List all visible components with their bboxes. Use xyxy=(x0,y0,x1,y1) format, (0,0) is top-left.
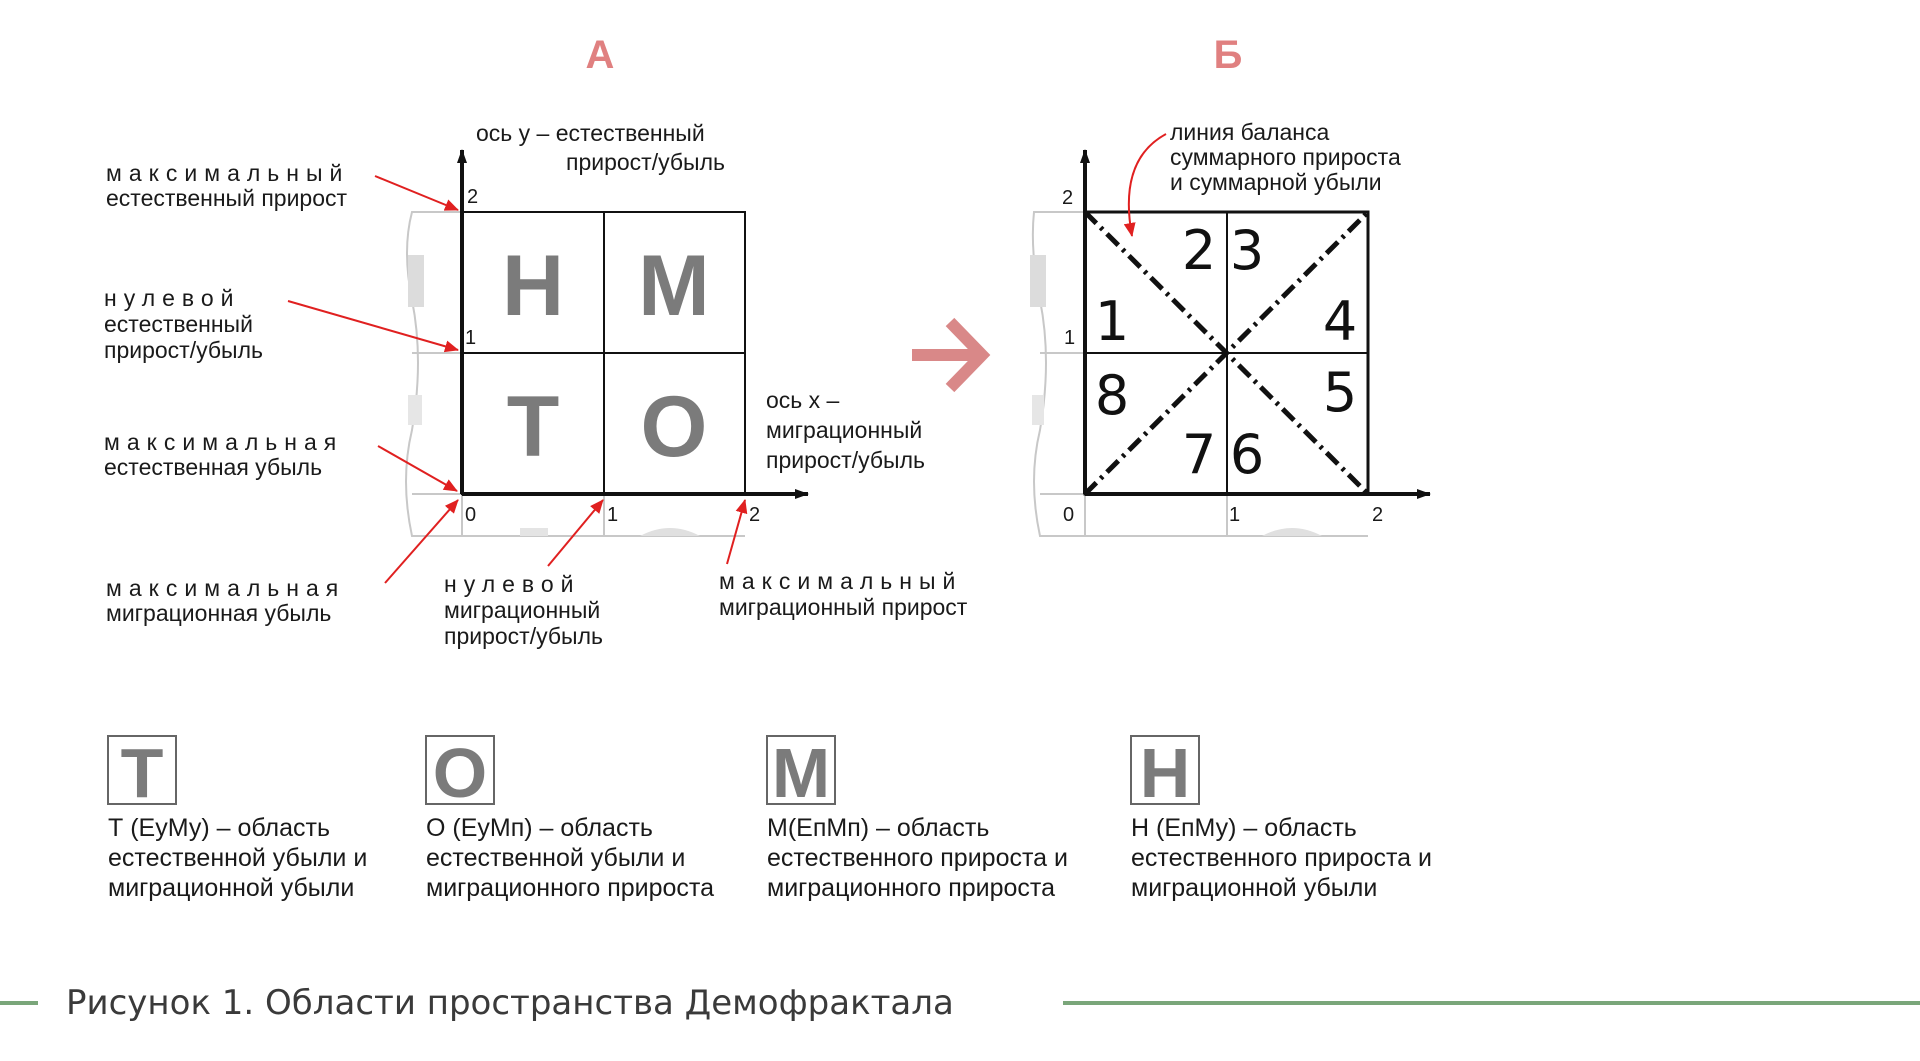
pointer-arrow xyxy=(374,175,459,211)
legend-o-line3: миграционного прироста xyxy=(426,874,714,902)
pointer-arrow xyxy=(377,445,458,492)
sector-number-7: 7 xyxy=(1182,423,1216,486)
ghost-mark xyxy=(1262,528,1322,536)
y-axis-label-line2: прирост/убыль xyxy=(566,149,725,175)
annotation-zero-migration-line1: нулевой xyxy=(444,571,581,597)
legend-letter-t: Т xyxy=(121,734,164,812)
legend-swatch xyxy=(1130,735,1200,805)
legend-swatch xyxy=(107,735,177,805)
sector-number-5: 5 xyxy=(1323,361,1357,424)
legend-item-o: О О (ЕуМп) – область естественной убыли … xyxy=(425,734,714,902)
legend-swatch xyxy=(425,735,495,805)
x-tick-1: 1 xyxy=(607,504,618,526)
sector-number-4: 4 xyxy=(1323,290,1357,353)
x-axis-label-line3: прирост/убыль xyxy=(766,447,925,473)
quadrant-m-letter: М xyxy=(638,238,710,334)
ghost-mark xyxy=(408,255,424,307)
panel-b-label: Б xyxy=(1214,33,1243,77)
x-tick-0: 0 xyxy=(465,504,476,526)
legend-item-n: Н Н (ЕпМу) – область естественного приро… xyxy=(1130,734,1432,902)
ghost-mark xyxy=(1030,255,1046,307)
ghost-sheet-edge xyxy=(405,211,463,537)
legend-n-line2: естественного прироста и xyxy=(1131,844,1432,872)
annotation-max-migration-loss-line1: максимальная xyxy=(106,575,345,601)
legend-o-line2: естественной убыли и xyxy=(426,844,685,872)
quadrant-o-letter: О xyxy=(641,379,708,475)
annotation-max-natural-growth-line2: естественный прирост xyxy=(106,185,347,211)
ghost-mark xyxy=(640,528,700,536)
legend-letter-n: Н xyxy=(1140,734,1191,812)
annotation-max-migration-growth-line1: максимальный xyxy=(719,568,962,594)
quadrant-t-letter: Т xyxy=(507,379,560,475)
pointer-arrow xyxy=(726,499,748,565)
annotation-max-natural-loss-line2: естественная убыль xyxy=(104,454,322,480)
annotation-max-natural-growth-line1: максимальный xyxy=(106,160,349,186)
legend-letter-o: О xyxy=(433,734,487,812)
legend-m-line3: миграционного прироста xyxy=(767,874,1055,902)
x-axis-label-line2: миграционный xyxy=(766,417,922,443)
sector-number-2: 2 xyxy=(1182,219,1216,282)
balance-line-label-line3: и суммарной убыли xyxy=(1170,169,1382,195)
legend-m-line2: естественного прироста и xyxy=(767,844,1068,872)
legend-letter-m: М xyxy=(772,734,830,812)
figure-caption: Рисунок 1. Области пространства Демофрак… xyxy=(66,983,954,1023)
pointer-arrow xyxy=(384,499,459,584)
annotation-zero-natural-line2: естественный xyxy=(104,311,253,337)
balance-line-label-line1: линия баланса xyxy=(1170,119,1330,145)
panel-b: 2 1 0 1 2 1 2 3 4 5 6 7 8 линия баланса … xyxy=(1030,119,1431,537)
ghost-mark xyxy=(1032,395,1044,425)
annotation-max-migration-loss-line2: миграционная убыль xyxy=(106,600,331,626)
pointer-arrow xyxy=(547,499,604,567)
pointer-arrow xyxy=(287,300,459,353)
ghost-mark xyxy=(520,528,548,536)
x-tick-2: 2 xyxy=(1372,504,1383,526)
legend-t-line3: миграционной убыли xyxy=(108,874,354,902)
x-tick-1: 1 xyxy=(1229,504,1240,526)
sector-number-8: 8 xyxy=(1095,364,1129,427)
ghost-mark xyxy=(408,395,422,425)
annotation-max-migration-growth-line2: миграционный прирост xyxy=(719,594,968,620)
transition-arrow-icon xyxy=(912,317,991,393)
annotation-zero-natural-line1: нулевой xyxy=(104,285,241,311)
balance-line-diagonal xyxy=(1083,210,1370,496)
sector-number-1: 1 xyxy=(1095,290,1129,353)
y-tick-2: 2 xyxy=(467,186,478,208)
legend: Т Т (ЕуМу) – область естественной убыли … xyxy=(107,734,1432,902)
sector-number-6: 6 xyxy=(1230,423,1264,486)
legend-n-line1: Н (ЕпМу) – область xyxy=(1131,814,1357,842)
y-tick-1: 1 xyxy=(465,327,476,349)
x-axis-label-line1: ось x – xyxy=(766,387,840,413)
pointer-arrow xyxy=(1123,133,1167,237)
annotation-zero-migration-line2: миграционный xyxy=(444,597,600,623)
legend-n-line3: миграционной убыли xyxy=(1131,874,1377,902)
annotation-zero-natural-line3: прирост/убыль xyxy=(104,337,263,363)
y-axis-label-line1: ось y – естественный xyxy=(476,120,705,146)
x-tick-0: 0 xyxy=(1063,504,1074,526)
annotation-max-natural-loss-line1: максимальная xyxy=(104,429,343,455)
legend-m-line1: М(ЕпМп) – область xyxy=(767,814,989,842)
panel-a: 2 1 0 1 2 Н М Т О ось y – естественный п… xyxy=(104,120,968,649)
legend-o-line1: О (ЕуМп) – область xyxy=(426,814,653,842)
y-tick-1: 1 xyxy=(1064,327,1075,349)
legend-t-line2: естественной убыли и xyxy=(108,844,367,872)
panel-a-label: А xyxy=(586,33,615,77)
legend-item-m: М М(ЕпМп) – область естественного прирос… xyxy=(766,734,1068,902)
legend-t-line1: Т (ЕуМу) – область xyxy=(108,814,330,842)
sector-number-3: 3 xyxy=(1230,219,1264,282)
legend-item-t: Т Т (ЕуМу) – область естественной убыли … xyxy=(107,734,367,902)
legend-swatch xyxy=(766,735,836,805)
y-tick-2: 2 xyxy=(1062,187,1073,209)
quadrant-n-letter: Н xyxy=(502,238,564,334)
annotation-zero-migration-line3: прирост/убыль xyxy=(444,623,603,649)
x-tick-2: 2 xyxy=(749,504,760,526)
balance-line-label-line2: суммарного прироста xyxy=(1170,144,1401,170)
